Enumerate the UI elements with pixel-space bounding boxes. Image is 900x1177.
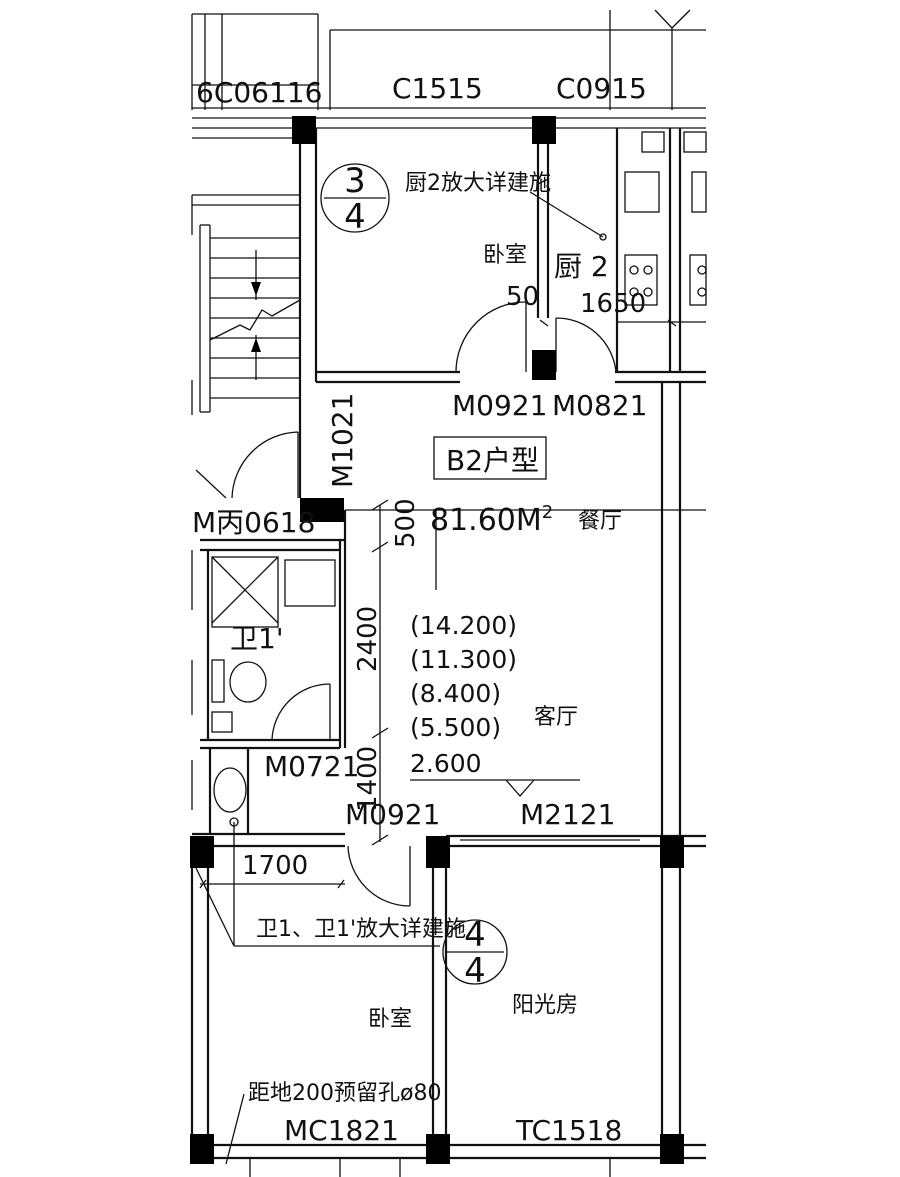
door-label-mbing0618: M丙0618 xyxy=(192,506,315,539)
dimension-lines xyxy=(199,319,706,889)
unit-type-label: B2户型 xyxy=(446,444,539,477)
callout-top-number: 4 xyxy=(464,915,486,955)
window-label-tc1518: TC1518 xyxy=(515,1114,622,1147)
dim-label-1400: 1400 xyxy=(353,746,383,812)
bath-label: 卫1' xyxy=(230,622,284,655)
leader-lines xyxy=(195,191,607,1165)
elevation-label-3: (8.400) xyxy=(410,679,501,708)
unit-type-box xyxy=(433,436,547,480)
room-label-kitchen: 厨 2 xyxy=(554,250,609,283)
window-label-mc1821: MC1821 xyxy=(284,1114,399,1147)
elevation-label-5: 2.600 xyxy=(410,749,482,778)
area-label: 81.60M2 xyxy=(430,502,553,538)
elevation-label-4: (5.500) xyxy=(410,713,501,742)
door-label-m0821: M0821 xyxy=(552,389,647,422)
columns xyxy=(190,116,684,1164)
kitchen-detail-callout: 3 4 xyxy=(320,161,390,237)
door-label-m2121: M2121 xyxy=(520,798,615,831)
room-label-dining: 餐厅 xyxy=(578,509,622,534)
dim-label-1650: 1650 xyxy=(580,289,646,319)
door-label-m0921-top: M0921 xyxy=(452,389,547,422)
elevation-label-2: (11.300) xyxy=(410,645,517,674)
bathroom-fixtures xyxy=(211,556,336,827)
callout-bottom-number: 4 xyxy=(344,197,366,237)
dim-label-500: 500 xyxy=(391,498,421,548)
dim-label-1700: 1700 xyxy=(242,851,308,881)
callout-top-number: 3 xyxy=(344,161,366,201)
dim-label-50: 50 xyxy=(506,282,539,312)
doors xyxy=(195,301,640,907)
bath-detail-callout: 4 4 xyxy=(442,915,508,991)
window-label-c1515: C1515 xyxy=(392,72,483,105)
door-label-m1021: M1021 xyxy=(326,393,359,488)
top-window-strip xyxy=(191,9,706,139)
reserved-hole-note: 距地200预留孔ø80 xyxy=(248,1081,441,1106)
room-label-bedroom-top: 卧室 xyxy=(483,243,527,268)
door-label-m0721: M0721 xyxy=(264,750,359,783)
room-label-bedroom-bottom: 卧室 xyxy=(368,1007,412,1032)
window-label-c0915: C0915 xyxy=(556,72,647,105)
room-label-sunroom: 阳光房 xyxy=(512,993,578,1018)
kitchen-fixtures xyxy=(617,131,707,323)
room-label-living: 客厅 xyxy=(534,705,578,730)
door-label-m0921-bottom: M0921 xyxy=(345,798,440,831)
dim-label-2400: 2400 xyxy=(353,606,383,672)
bath-detail-note: 卫1、卫1'放大详建施 xyxy=(256,917,466,942)
staircase xyxy=(191,194,301,415)
kitchen-detail-note: 厨2放大详建施 xyxy=(405,171,551,196)
text-labels: 6C06116 C1515 C0915 厨2放大详建施 卧室 厨 2 50 16… xyxy=(192,72,647,1147)
window-label-6c06116: 6C06116 xyxy=(196,76,322,109)
elevation-label-1: (14.200) xyxy=(410,611,517,640)
callout-bottom-number: 4 xyxy=(464,951,486,991)
